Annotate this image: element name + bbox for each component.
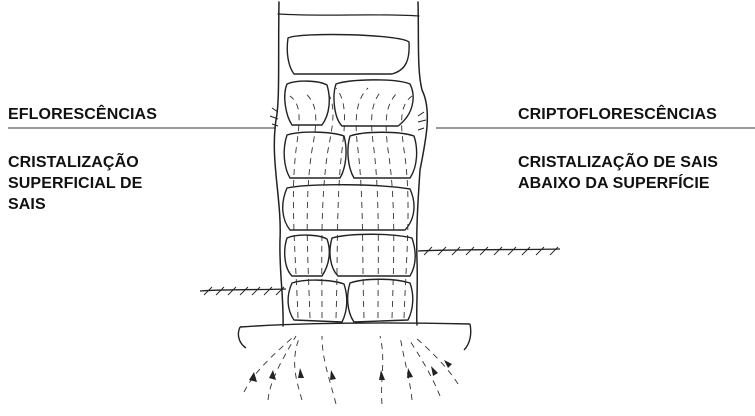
efflorescence-desc-line: SUPERFICIAL DE	[8, 173, 142, 194]
wall-outline	[274, 2, 427, 326]
efflorescence-title: EFLORESCÊNCIAS	[8, 104, 157, 125]
ground-surface	[200, 247, 560, 295]
efflorescence-desc-line: CRISTALIZAÇÃO	[8, 152, 142, 173]
cryptoflorescence-desc-line: CRISTALIZAÇÃO DE SAIS	[518, 152, 718, 173]
foundation	[238, 323, 470, 350]
cryptoflorescence-title: CRIPTOFLORESCÊNCIAS	[518, 104, 717, 125]
brick-rows	[283, 35, 417, 322]
efflorescence-desc-line: SAIS	[8, 194, 142, 215]
flow-arrows	[249, 360, 452, 382]
cryptoflorescence-desc-line: ABAIXO DA SUPERFÍCIE	[518, 173, 718, 194]
efflorescence-description: CRISTALIZAÇÃO SUPERFICIAL DE SAIS	[8, 152, 142, 215]
cryptoflorescence-description: CRISTALIZAÇÃO DE SAIS ABAIXO DA SUPERFÍC…	[518, 152, 718, 194]
